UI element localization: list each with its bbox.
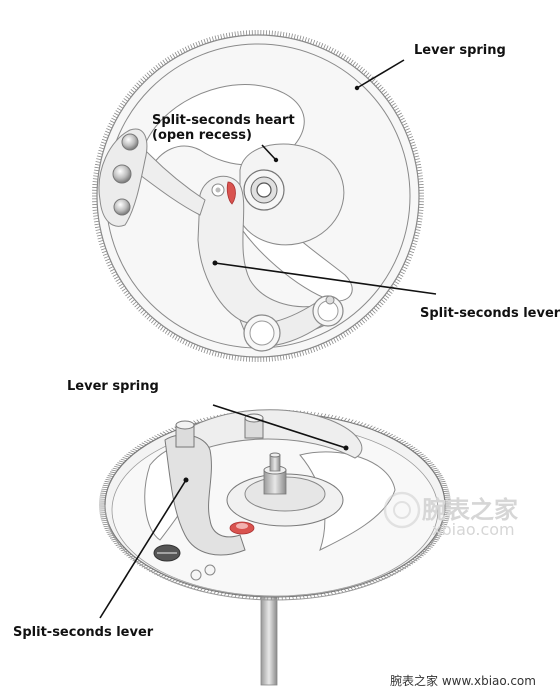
split-seconds-heart — [239, 143, 345, 246]
label-top-split-lever: Split-seconds lever — [420, 306, 560, 321]
label-top-heart-line1: Split-seconds heart — [152, 113, 295, 128]
leader-top-lever-spring — [356, 59, 405, 89]
top-wheel-teeth — [92, 30, 424, 362]
bottom-stud-b — [204, 564, 216, 576]
footer-credit: 腕表之家 www.xbiao.com — [390, 674, 536, 688]
watermark-latin: xbiao.com — [432, 520, 515, 539]
leader-top-heart — [261, 144, 277, 161]
leader-bottom-split-lever — [99, 479, 187, 619]
top-stud-middle — [112, 164, 132, 184]
top-stud-upper — [121, 133, 139, 151]
bottom-stud-a — [190, 569, 202, 581]
bottom-lever-spring — [184, 409, 363, 459]
leader-top-split-lever — [214, 262, 437, 295]
bottom-post-left — [175, 420, 195, 448]
bottom-center-arbor — [263, 452, 287, 495]
label-top-heart-line2: (open recess) — [152, 128, 252, 143]
bottom-split-lever — [164, 434, 246, 556]
top-center-pinion — [243, 169, 285, 211]
watermark-logo — [383, 491, 421, 529]
label-bottom-split-lever: Split-seconds lever — [13, 625, 154, 640]
leader-bottom-lever-spring — [212, 404, 347, 449]
top-split-lever — [197, 175, 326, 335]
top-red-jewel — [226, 181, 236, 205]
label-top-lever-spring: Lever spring — [414, 43, 506, 58]
top-stud-lower — [113, 198, 131, 216]
watermark-chinese: 腕表之家 — [422, 496, 518, 524]
label-bottom-lever-spring: Lever spring — [67, 379, 159, 394]
